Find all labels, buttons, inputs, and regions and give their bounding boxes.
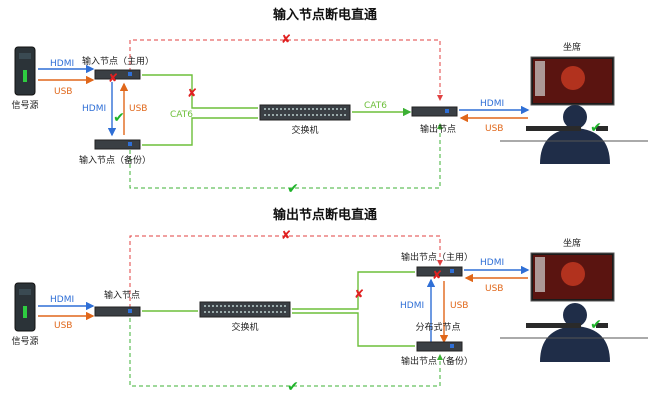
- top-hdmi-mid-label: HDMI: [82, 104, 106, 114]
- bottom-monitor-icon: [530, 252, 615, 302]
- top-monitor-icon: [530, 56, 615, 106]
- top-switch-device: [259, 104, 351, 121]
- top-usb-label: USB: [54, 87, 72, 97]
- top-cat6-left-label: CAT6: [170, 110, 193, 120]
- bottom-seat-label: 坐席: [563, 237, 581, 249]
- top-input-main-label: 输入节点（主用）: [82, 55, 154, 67]
- top-red-path-cross-icon: ✘: [281, 32, 291, 46]
- bottom-switch-label: 交换机: [231, 321, 258, 333]
- top-hdmi-out-label: HDMI: [480, 99, 504, 109]
- top-seat-label: 坐席: [563, 41, 581, 53]
- top-section-title: 输入节点断电直通: [273, 7, 377, 23]
- bottom-switch-device: [199, 301, 291, 318]
- top-usb-mid-label: USB: [129, 104, 147, 114]
- bottom-red-path-cross-icon: ✘: [281, 228, 291, 242]
- bottom-source-computer-icon: [14, 282, 36, 332]
- bottom-output-main-label: 输出节点（主用）: [401, 251, 473, 263]
- bottom-hdmi-label: HDMI: [50, 295, 74, 305]
- bottom-input-node: [94, 306, 141, 317]
- top-green-path-check-icon: ✔: [287, 181, 299, 197]
- bottom-output-backup-label: 输出节点（备份）: [401, 355, 473, 367]
- top-usb-out-label: USB: [485, 124, 503, 134]
- bottom-output-main-node: [416, 266, 463, 277]
- top-red-dashed-path: [129, 39, 443, 101]
- bottom-green-dashed-path: [129, 318, 443, 387]
- bottom-output-main-cross-icon: ✘: [432, 268, 442, 282]
- bottom-section-title: 输出节点断电直通: [273, 207, 377, 223]
- top-source-computer-icon: [14, 46, 36, 96]
- bottom-red-dashed-path: [129, 235, 443, 308]
- top-hdmi-label: HDMI: [50, 59, 74, 69]
- bottom-hdmi-out-label: HDMI: [480, 258, 504, 268]
- bottom-usb-out-label: USB: [485, 284, 503, 294]
- bottom-usb-mid-label: USB: [450, 301, 468, 311]
- bottom-source-label: 信号源: [11, 335, 38, 347]
- top-output-label: 输出节点: [420, 123, 456, 135]
- top-input-main-node: [94, 69, 141, 80]
- top-seat-check-icon: ✔: [590, 120, 602, 136]
- bottom-usb-label: USB: [54, 321, 72, 331]
- top-source-label: 信号源: [11, 99, 38, 111]
- bottom-output-backup-node: [416, 341, 463, 352]
- top-input-backup-label: 输入节点（备份）: [79, 154, 151, 166]
- bottom-hdmi-mid-label: HDMI: [400, 301, 424, 311]
- bottom-distributed-label: 分布式节点: [415, 321, 460, 333]
- top-input-main-cross-icon: ✘: [108, 71, 118, 85]
- bottom-seat-check-icon: ✔: [590, 317, 602, 333]
- bottom-user-person-icon: [526, 303, 610, 362]
- top-backup-check-icon: ✔: [113, 110, 125, 126]
- bottom-input-label: 输入节点: [104, 289, 140, 301]
- bottom-green-path-check-icon: ✔: [287, 379, 299, 395]
- top-green-dashed-path: [129, 123, 443, 189]
- top-switch-label: 交换机: [291, 124, 318, 136]
- top-user-person-icon: [526, 105, 610, 164]
- top-input-backup-node: [94, 139, 141, 150]
- top-cat6-right-label: CAT6: [364, 101, 387, 111]
- bottom-cat-cross-icon: ✘: [354, 287, 364, 301]
- top-output-node: [411, 106, 458, 117]
- top-cat6-cross-icon: ✘: [187, 86, 197, 100]
